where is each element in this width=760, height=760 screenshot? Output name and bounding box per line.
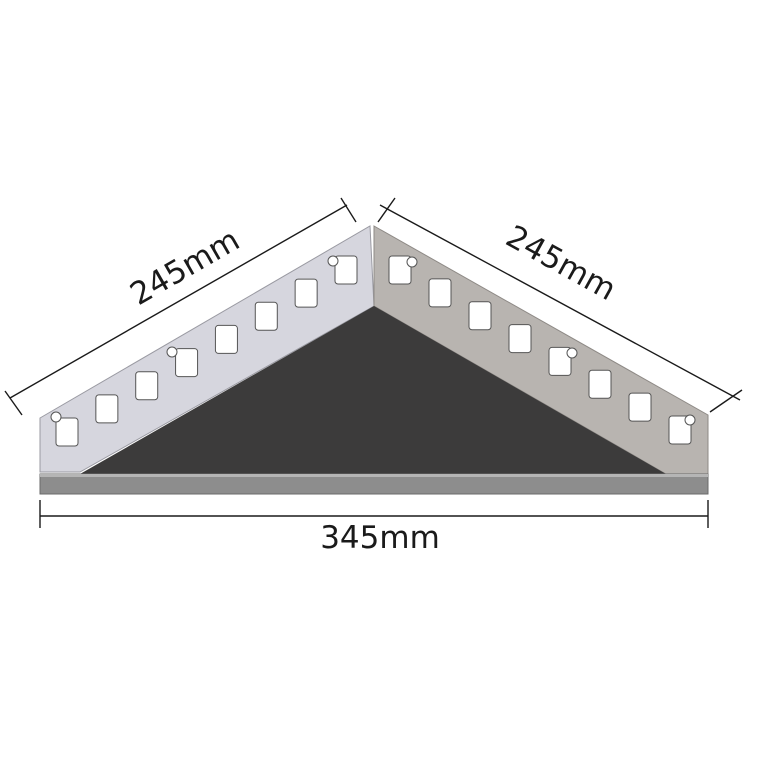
left-screw-hole	[327, 255, 339, 267]
left-wall-slots	[50, 255, 358, 447]
right-wall-slots	[388, 255, 696, 445]
left-slot-cutout	[95, 394, 119, 424]
left-slot-cutout	[254, 301, 278, 331]
left-wall	[39, 225, 375, 473]
dimension-right-label: 245mm	[500, 219, 622, 308]
right-slot-cutout	[548, 346, 572, 376]
front-lip-highlight	[40, 474, 708, 477]
right-slot-cutout	[428, 278, 452, 308]
dimension-left-label: 245mm	[124, 222, 246, 313]
right-slot-cutout	[628, 392, 652, 422]
left-slot-cutout	[175, 348, 199, 378]
right-slot-cutout	[468, 301, 492, 331]
left-slot-cutout	[55, 417, 79, 447]
right-screw-hole	[566, 347, 578, 359]
right-slot-cutout	[588, 369, 612, 399]
left-slot-cutout	[294, 278, 318, 308]
left-slot-cutout	[135, 371, 159, 401]
left-slot-cutout	[334, 255, 358, 285]
left-screw-hole	[50, 411, 62, 423]
right-slot-cutout	[508, 324, 532, 354]
shelf-surface	[80, 306, 666, 474]
left-screw-hole	[166, 346, 178, 358]
dimension-front: 345mm	[39, 500, 709, 556]
left-slot-cutout	[214, 324, 238, 354]
right-screw-hole	[406, 256, 418, 268]
right-screw-hole	[684, 414, 696, 426]
right-slot-cutout	[388, 255, 412, 285]
dimension-front-label: 345mm	[320, 520, 440, 556]
